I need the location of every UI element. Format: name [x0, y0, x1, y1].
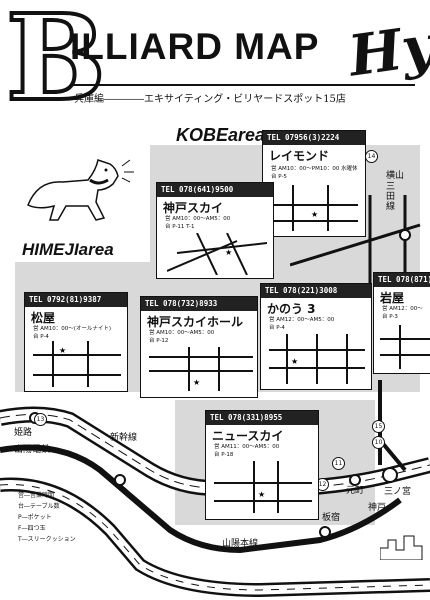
shop-name: ニュースカイ: [212, 429, 284, 443]
shop-tel: TEL 078(221)3008: [261, 284, 371, 298]
legend: 営―営業時間 台―テーブル数 P―ポケット F―四つ玉 T―スリークッション: [18, 490, 76, 545]
shop-card-iwaya[interactable]: TEL 078(871) 岩屋 営 AM12：00～ 台 P-3: [373, 272, 430, 374]
svg-text:★: ★: [225, 248, 232, 257]
route-number-14: 14: [365, 150, 378, 163]
shop-hours: 営 AM10：00～PM10：00 水曜休: [271, 166, 358, 172]
shop-tel: TEL 078(641)9500: [157, 183, 273, 197]
shop-name: 神戸スカイホール: [147, 315, 244, 329]
shop-tables: 台 P-18: [214, 452, 234, 458]
shop-map: ★: [167, 233, 267, 275]
station-motomachi: 元町: [346, 486, 365, 496]
shop-tables: 台 P-12: [149, 338, 169, 344]
shop-hours: 営 AM12：00～AM5：00: [269, 317, 335, 323]
legend-item: 台―テーブル数: [18, 503, 60, 510]
shop-tables: 台 P-5: [271, 174, 287, 180]
shop-card-raymond[interactable]: TEL 07956(3)2224 レイモンド 営 AM10：00～PM10：00…: [262, 130, 366, 237]
shop-map: ★: [149, 347, 253, 391]
legend-item: F―四つ玉: [18, 525, 46, 532]
station-itayado: 板宿: [322, 513, 341, 523]
shop-tables: 台 P-3: [382, 314, 398, 320]
title-initial-b: B: [4, 0, 108, 127]
route-number-13: 13: [34, 413, 47, 426]
shop-hours: 営 AM10：00～(オールナイト): [33, 326, 112, 332]
svg-text:★: ★: [193, 378, 200, 387]
shop-card-kobe-sky[interactable]: TEL 078(641)9500 神戸スカイ 営 AM10：00～AM5：00 …: [156, 182, 274, 279]
shop-map: ★: [214, 461, 312, 513]
line-sanyo-honsen: 山陽本線: [222, 539, 259, 549]
route-number-10: 10: [372, 436, 385, 449]
shop-tel: TEL 078(331)8955: [206, 411, 318, 425]
shop-name: 神戸スカイ: [163, 201, 224, 215]
shop-card-new-sky[interactable]: TEL 078(331)8955 ニュースカイ 営 AM11：00～AM5：00…: [205, 410, 319, 520]
svg-text:★: ★: [311, 210, 318, 219]
page-title: ILLIARD MAP: [70, 26, 320, 67]
svg-text:★: ★: [59, 346, 66, 355]
kobe-road-network: [290, 195, 421, 285]
shop-name: 岩屋: [380, 291, 405, 305]
shop-tables: 台 P-4: [33, 334, 49, 340]
line-shinkansen: 新幹線: [110, 433, 138, 443]
station-yokoyama: 横山: [386, 171, 405, 181]
city-skyline-illustration: [380, 535, 423, 560]
dog-illustration: [27, 159, 134, 221]
title-underline: [70, 84, 415, 86]
himeji-area-label: HIMEJIarea: [22, 240, 114, 259]
shop-name: レイモンド: [269, 149, 330, 163]
shop-hours: 営 AM11：00～AM5：00: [214, 444, 280, 450]
shop-tel: TEL 078(732)8933: [141, 297, 257, 311]
line-sanyo-dentetsu: 山陽電鉄: [14, 445, 51, 455]
shop-map: ★: [33, 341, 121, 387]
svg-text:★: ★: [291, 357, 298, 366]
legend-item: 営―営業時間: [18, 492, 55, 499]
shop-tel: TEL 078(871): [374, 273, 430, 287]
shop-tables: 台 P-11 T-1: [165, 224, 195, 230]
shop-hours: 営 AM12：00～: [382, 306, 423, 312]
shop-tel: TEL 07956(3)2224: [263, 131, 365, 145]
station-sannomiya: 三ノ宮: [384, 487, 412, 497]
shop-card-matsuya[interactable]: TEL 0792(81)9387 松屋 営 AM10：00～(オールナイト) 台…: [24, 292, 128, 392]
page-subtitle: 兵庫編――――エキサイティング・ビリヤードスポット15店: [74, 94, 346, 105]
shop-tables: 台 P-4: [269, 325, 285, 331]
shop-card-kanou[interactable]: TEL 078(221)3008 かのう 3 営 AM12：00～AM5：00 …: [260, 283, 372, 390]
kobe-area-label: KOBEarea: [176, 125, 266, 145]
station-himeji: 姫路: [14, 428, 33, 438]
legend-item: T―スリークッション: [18, 536, 76, 543]
shop-name: 松屋: [31, 311, 56, 325]
shop-map: ★: [269, 334, 365, 384]
shop-card-kobe-sky-hall[interactable]: TEL 078(732)8933 神戸スカイホール 営 AM10：00～AM5：…: [140, 296, 258, 398]
shop-hours: 営 AM10：00～AM5：00: [165, 216, 231, 222]
line-sanda: 三田線: [386, 182, 396, 212]
handwritten-letters: Hy: [344, 12, 430, 90]
shop-name: かのう 3: [267, 302, 316, 316]
legend-item: P―ポケット: [18, 514, 52, 521]
shop-hours: 営 AM10：00～AM5：00: [149, 330, 215, 336]
shop-map: ★: [273, 185, 358, 231]
station-kobe: 神戸: [368, 503, 387, 513]
route-number-11: 11: [332, 457, 345, 470]
shop-tel: TEL 0792(81)9387: [25, 293, 127, 307]
shop-map: [380, 325, 430, 369]
svg-text:★: ★: [258, 490, 265, 499]
route-number-15: 15: [372, 420, 385, 433]
